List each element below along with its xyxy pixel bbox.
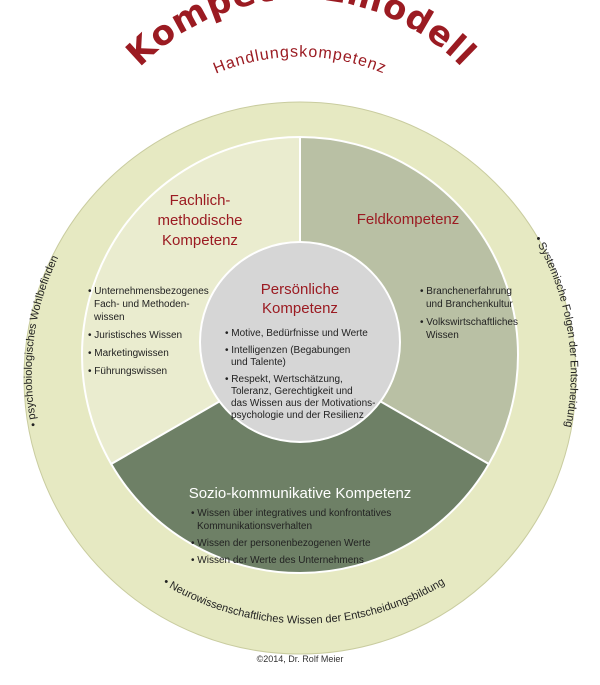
persoenlich-bullet-line: psychologie und der Resilienz bbox=[231, 410, 364, 421]
outer-ring-top-label: Handlungskompetenz bbox=[211, 44, 389, 78]
sozio-bullet-line: Kommunikationsverhalten bbox=[197, 521, 312, 532]
copyright-text: ©2014, Dr. Rolf Meier bbox=[257, 654, 344, 664]
feld-title-line: Feldkompetenz bbox=[357, 211, 460, 228]
persoenlich-bullet-line: • Motive, Bedürfnisse und Werte bbox=[225, 328, 368, 339]
persoenlich-bullet-line: Toleranz, Gerechtigkeit und bbox=[231, 386, 353, 397]
sozio-bullet-line: • Wissen der Werte des Unternehmens bbox=[191, 555, 364, 566]
persoenlich-bullet-list: • Motive, Bedürfnisse und Werte • Intelli… bbox=[225, 328, 376, 421]
center-circle-persoenliche-kompetenz bbox=[199, 241, 401, 443]
persoenlich-bullet-line: und Talente) bbox=[231, 357, 286, 368]
feld-bullet-line: • Branchenerfahrung bbox=[420, 286, 512, 297]
fachlich-bullet-line: • Führungswissen bbox=[88, 366, 167, 377]
sozio-bullet-line: • Wissen über integratives und konfronta… bbox=[191, 508, 391, 519]
feld-bullet-line: • Volkswirtschaftliches bbox=[420, 317, 518, 328]
fachlich-bullet-line: • Juristisches Wissen bbox=[88, 330, 182, 341]
feld-bullet-line: Wissen bbox=[426, 330, 459, 341]
sector-sozio-kommunikative-kompetenz bbox=[109, 353, 491, 575]
fachlich-title-line: Fachlich- bbox=[170, 192, 231, 209]
fachlich-title-line: methodische bbox=[157, 212, 242, 229]
fachlich-bullet-line: • Unternehmensbezogenes bbox=[88, 286, 209, 297]
sozio-bullet-line: • Wissen der personenbezogenen Werte bbox=[191, 538, 371, 549]
feld-bullet-line: und Branchenkultur bbox=[426, 299, 513, 310]
diagram-title: Kompetenzmodell bbox=[119, 0, 484, 74]
persoenlich-title-line: Kompetenz bbox=[262, 300, 338, 317]
persoenlich-title-line: Persönliche bbox=[261, 281, 339, 298]
fachlich-bullet-line: Fach- und Methoden- bbox=[94, 299, 190, 310]
sozio-title-line: Sozio-kommunikative Kompetenz bbox=[189, 485, 412, 502]
feld-title: Feldkompetenz bbox=[357, 211, 460, 228]
fachlich-bullet-line: wissen bbox=[93, 312, 125, 323]
persoenlich-bullet-line: • Respekt, Wertschätzung, bbox=[225, 374, 343, 385]
persoenlich-bullet-line: das Wissen aus der Motivations- bbox=[231, 398, 376, 409]
fachlich-title-line: Kompetenz bbox=[162, 232, 238, 249]
sozio-bullet-list: • Wissen über integratives und konfronta… bbox=[191, 508, 391, 566]
persoenlich-bullet-line: • Intelligenzen (Begabungen bbox=[225, 345, 350, 356]
fachlich-bullet-line: • Marketingwissen bbox=[88, 348, 169, 359]
sozio-title: Sozio-kommunikative Kompetenz bbox=[189, 485, 412, 502]
feld-bullet-list: • Branchenerfahrung und Branchenkultur • V… bbox=[420, 286, 518, 341]
